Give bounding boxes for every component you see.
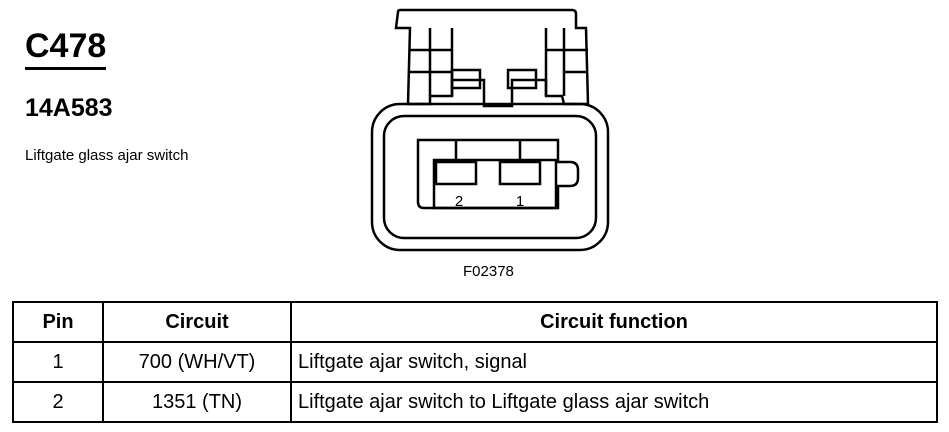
header-circuit: Circuit	[102, 301, 292, 343]
pinout-table: Pin Circuit Circuit function 1 700 (WH/V…	[12, 301, 938, 423]
cell-pin: 2	[12, 381, 104, 423]
connector-latch	[394, 8, 590, 108]
header-circuit-function: Circuit function	[290, 301, 938, 343]
pin-2-terminal	[434, 160, 478, 186]
cell-function: Liftgate ajar switch to Liftgate glass a…	[290, 381, 938, 423]
pin-label-1: 1	[516, 193, 524, 210]
connector-body-inner	[382, 114, 598, 240]
connector-id: C478	[25, 28, 107, 70]
table-row: 2 1351 (TN) Liftgate ajar switch to Lift…	[12, 381, 938, 423]
pin-label-2: 2	[455, 193, 463, 210]
pin-1-terminal	[498, 160, 542, 186]
header-pin: Pin	[12, 301, 104, 343]
cell-circuit: 700 (WH/VT)	[102, 341, 292, 383]
connector-diagram: 2 1	[370, 8, 610, 252]
cell-function: Liftgate ajar switch, signal	[290, 341, 938, 383]
table-row: 1 700 (WH/VT) Liftgate ajar switch, sign…	[12, 341, 938, 383]
cell-circuit: 1351 (TN)	[102, 381, 292, 423]
connector-cavity	[416, 138, 580, 210]
cell-pin: 1	[12, 341, 104, 383]
part-number: 14A583	[25, 94, 113, 122]
table-header-row: Pin Circuit Circuit function	[12, 301, 938, 343]
connector-description: Liftgate glass ajar switch	[25, 147, 189, 164]
figure-code: F02378	[463, 263, 514, 280]
connector-body-outer	[370, 102, 610, 252]
